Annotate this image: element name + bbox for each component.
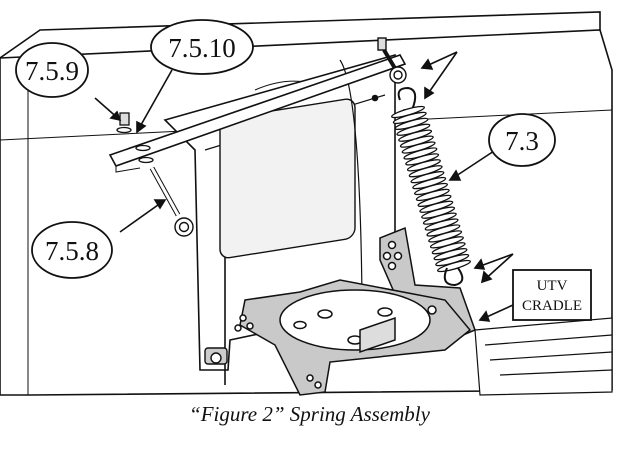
svg-text:CRADLE: CRADLE: [522, 298, 582, 314]
callout-7-5-10: 7.5.10: [150, 19, 254, 75]
leader-lines: [94, 51, 514, 322]
callout-7-5-9: 7.5.9: [15, 42, 89, 98]
svg-text:7.5.10: 7.5.10: [168, 33, 236, 63]
extension-spring: [390, 86, 472, 287]
svg-text:7.5.8: 7.5.8: [45, 236, 99, 266]
spring-assembly-diagram: 7.5.9 7.5.10 7.5.8 7.3 UTV CRADLE: [0, 11, 613, 396]
vehicle-frame: [474, 317, 613, 396]
frame-window: [219, 98, 356, 259]
callout-7-5-8: 7.5.8: [31, 221, 113, 279]
svg-text:UTV: UTV: [537, 278, 568, 294]
pivot-bolt: [204, 347, 228, 365]
upper-eye-bolt: [377, 37, 407, 84]
spring-coils: [390, 105, 472, 273]
eye-bolt: [149, 166, 194, 237]
figure-caption: “Figure 2” Spring Assembly: [189, 402, 430, 426]
bolt-hardware-stack: [116, 112, 154, 164]
svg-text:7.5.9: 7.5.9: [25, 56, 79, 86]
top-plate: [108, 54, 407, 173]
callout-7-3: 7.3: [488, 113, 556, 167]
utv-cradle: [234, 226, 476, 396]
utv-cradle-label: UTV CRADLE: [512, 269, 592, 321]
svg-text:7.3: 7.3: [505, 126, 539, 156]
